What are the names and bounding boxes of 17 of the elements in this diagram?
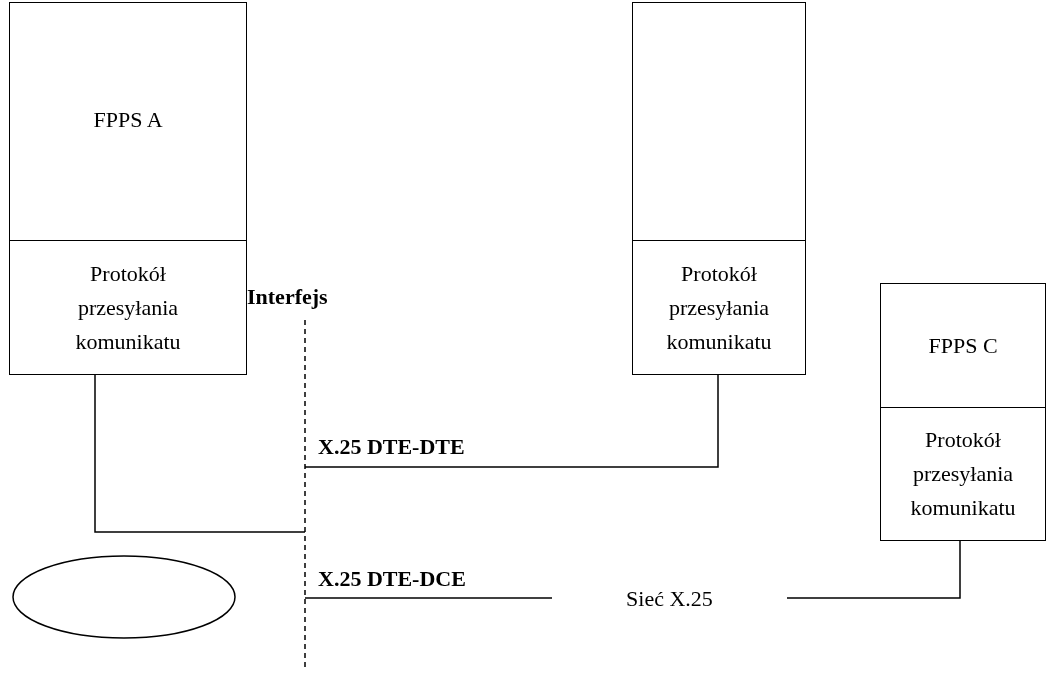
box-text: Protokół przesyłania komunikatu [74,259,182,356]
process-box [9,2,247,241]
process-box [880,283,1046,408]
empty-box [632,2,806,241]
connector-line [304,597,553,599]
connector-line [94,374,306,533]
box-text: FPPS A [93,105,163,134]
connector-line [786,540,961,599]
box-text: FPPS C [928,331,998,360]
box-text: Protokół przesyłania komunikatu [909,426,1017,522]
process-box [880,407,1046,541]
connector-line [304,374,719,468]
process-box [632,240,806,375]
box-text: Protokół przesyłania komunikatu [665,259,773,356]
process-box [9,240,247,375]
interface-label: Interfejs [247,284,328,310]
network-label: Sieć X.25 [552,583,787,615]
